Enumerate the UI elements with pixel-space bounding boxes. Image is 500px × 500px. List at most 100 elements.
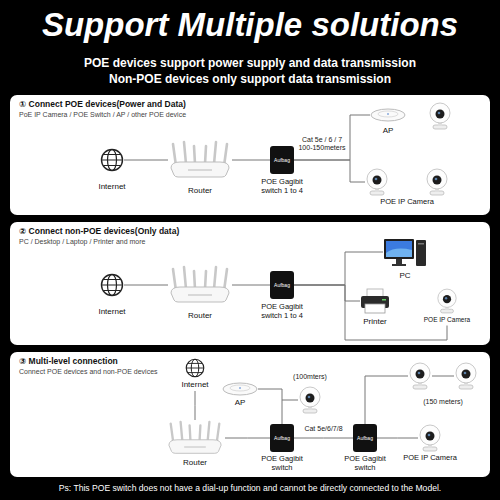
brand-badge: Aufbag bbox=[357, 436, 373, 441]
cam-icon bbox=[436, 288, 458, 314]
device-node: Printer bbox=[360, 288, 390, 328]
page-title: Support Multiple solutions bbox=[0, 6, 500, 44]
device-label: Router bbox=[187, 186, 213, 195]
router-picture bbox=[169, 422, 221, 454]
device-label: Router bbox=[187, 311, 213, 320]
device-node: POE IP Camera bbox=[436, 288, 458, 325]
pc-icon bbox=[383, 236, 427, 268]
device-label: Internet bbox=[98, 182, 127, 191]
ap-icon bbox=[370, 108, 406, 122]
device-label: PC bbox=[399, 271, 412, 280]
globe-icon bbox=[185, 358, 205, 378]
cable-connector bbox=[294, 252, 383, 285]
router-picture bbox=[171, 142, 229, 177]
device-node: POE IP Camera bbox=[418, 424, 442, 465]
cable-connector bbox=[258, 389, 282, 424]
distance-note: (150 meters) bbox=[423, 398, 463, 406]
device-node: Internet bbox=[185, 358, 205, 391]
camera-illustration bbox=[456, 363, 476, 389]
device-node: Internet bbox=[100, 273, 124, 318]
device-label: POE Gagibit switch bbox=[340, 455, 390, 472]
cable-connector bbox=[294, 160, 365, 182]
device-node: AP bbox=[222, 382, 258, 409]
device-label: POE IP Camera bbox=[380, 198, 435, 207]
ap-picture bbox=[223, 383, 257, 395]
globe-picture bbox=[186, 359, 204, 377]
poe-switch-icon: Aufbag bbox=[270, 424, 294, 452]
router-icon bbox=[168, 265, 232, 305]
poe-switch-icon: Aufbag bbox=[353, 424, 377, 452]
cam-picture bbox=[367, 169, 387, 195]
cam-picture bbox=[438, 289, 456, 313]
distance-note: (100mters) bbox=[293, 373, 327, 381]
cable-note: Cat 5e / 6 / 7 100-150meters bbox=[295, 136, 349, 152]
cam-picture bbox=[420, 425, 440, 451]
device-label: POE Gagibit switch bbox=[257, 455, 307, 472]
cam-icon bbox=[418, 424, 442, 452]
globe-icon bbox=[100, 148, 124, 172]
camera-illustration bbox=[300, 387, 320, 413]
cam2-icon bbox=[365, 168, 449, 196]
cable-connector bbox=[294, 438, 353, 439]
device-label: Printer bbox=[363, 317, 388, 326]
device-label: Internet bbox=[98, 307, 127, 316]
device-label: POE Gagibit switch 1 to 4 bbox=[256, 303, 308, 320]
cable-line bbox=[282, 400, 298, 401]
panel-heading: ② Connect non-POE devices(Only data) bbox=[19, 226, 481, 237]
globe-icon bbox=[100, 273, 124, 297]
device-label: Internet bbox=[181, 380, 210, 389]
cable-connector bbox=[232, 160, 270, 161]
cable-connector bbox=[225, 438, 270, 439]
printer-icon bbox=[360, 288, 390, 314]
cable-connector bbox=[232, 285, 270, 286]
cable-connector bbox=[124, 285, 168, 286]
footnote: Ps: This POE switch does not have a dial… bbox=[4, 484, 496, 494]
cable-connector bbox=[294, 285, 447, 340]
router-picture bbox=[171, 267, 229, 302]
cable-connector bbox=[195, 391, 196, 420]
subtitle: Non-POE devices only support data transm… bbox=[0, 73, 500, 87]
device-node: AufbagPOE Gagibit switch bbox=[353, 424, 377, 474]
device-label: AP bbox=[382, 126, 394, 135]
solution-panel: ① Connect POE devices(Power and Data)PoE… bbox=[10, 95, 490, 215]
pc-picture bbox=[384, 239, 426, 266]
poe-switch-icon: Aufbag bbox=[270, 271, 294, 299]
brand-badge: Aufbag bbox=[274, 436, 290, 441]
device-label: POE Gagibit switch 1 to 4 bbox=[256, 178, 308, 195]
cable-label: Cat 5e/6/7/8 bbox=[302, 425, 344, 433]
panel-heading: ③ Multi-level connection bbox=[19, 356, 481, 367]
cable-connector bbox=[294, 115, 370, 160]
router-icon bbox=[168, 140, 232, 180]
solution-panel: ③ Multi-level connectionConnect POE devi… bbox=[10, 352, 490, 477]
cam-picture bbox=[427, 169, 447, 195]
globe-picture bbox=[102, 275, 123, 296]
device-node: Router bbox=[168, 140, 232, 197]
globe-picture bbox=[102, 150, 123, 171]
solution-panel: ② Connect non-POE devices(Only data)PC /… bbox=[10, 222, 490, 345]
device-node: Internet bbox=[100, 148, 124, 193]
cable-connector bbox=[124, 160, 168, 161]
device-label: AP bbox=[234, 398, 246, 407]
cable-connector bbox=[294, 285, 360, 301]
camera-illustration bbox=[410, 363, 430, 389]
device-node: AufbagPOE Gagibit switch 1 to 4 bbox=[270, 271, 294, 322]
printer-picture bbox=[361, 289, 389, 313]
device-node: PC bbox=[383, 236, 427, 282]
brand-badge: Aufbag bbox=[274, 158, 290, 163]
device-label: POE IP Camera bbox=[423, 316, 471, 323]
panel-subheading: Connect POE devices and non-POE devices bbox=[19, 367, 481, 376]
cable-line bbox=[365, 376, 454, 424]
device-node: AufbagPOE Gagibit switch 1 to 4 bbox=[270, 146, 294, 197]
device-node: AufbagPOE Gagibit switch bbox=[270, 424, 294, 474]
panel-subheading: PoE IP Camera / POE Switch / AP / other … bbox=[19, 110, 481, 119]
router-icon bbox=[165, 420, 225, 456]
device-node: Router bbox=[168, 265, 232, 322]
device-label: POE IP Camera bbox=[403, 454, 458, 463]
device-label: Router bbox=[182, 458, 208, 467]
cable-connector bbox=[377, 438, 418, 439]
device-node: POE IP Camera bbox=[365, 168, 449, 209]
ap-picture bbox=[371, 109, 405, 121]
poe-switch-icon: Aufbag bbox=[270, 146, 294, 174]
camera-illustration bbox=[430, 103, 450, 129]
